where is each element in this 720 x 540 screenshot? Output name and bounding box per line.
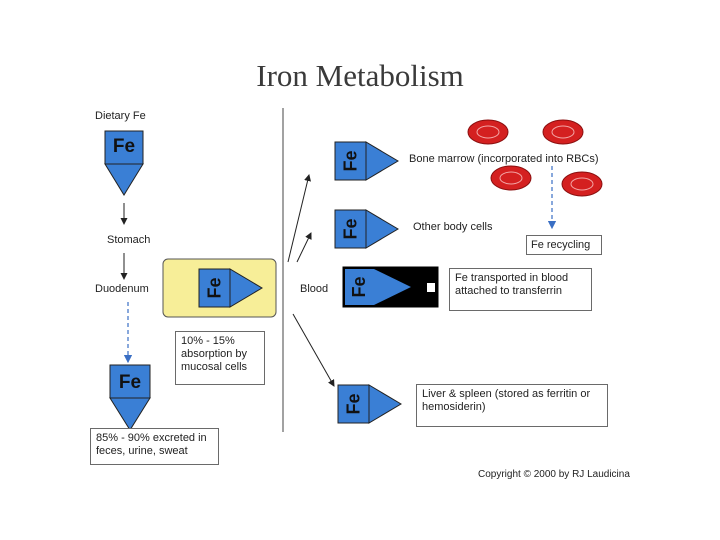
transferrin-note: Fe transported in blood attached to tran…: [449, 268, 592, 311]
fe-label: Fe: [340, 218, 361, 240]
fe-label: Fe: [343, 393, 364, 415]
fe-label: Fe: [112, 136, 136, 157]
bone-marrow-fe-symbol: [334, 141, 399, 181]
bone-marrow-label: Bone marrow (incorporated into RBCs): [409, 153, 599, 165]
other-cells-fe-symbol: [334, 209, 399, 249]
liver-spleen-note: Liver & spleen (stored as ferritin or he…: [416, 384, 608, 427]
arrow-to-liver: [292, 313, 335, 387]
fe-label: Fe: [118, 372, 142, 393]
red-blood-cell: [467, 119, 509, 145]
dietary-fe-symbol: [104, 130, 144, 196]
arrow-to-bone-marrow: [287, 174, 311, 263]
page-title: Iron Metabolism: [256, 58, 464, 93]
duodenum-fe-symbol: [198, 268, 263, 308]
red-blood-cell: [490, 165, 532, 191]
excretion-note: 85% - 90% excreted in feces, urine, swea…: [90, 428, 219, 465]
excreted-fe-symbol: [109, 364, 151, 431]
red-blood-cell: [561, 171, 603, 197]
fe-label: Fe: [204, 277, 225, 299]
transferrin-fe-symbol: [342, 266, 439, 308]
copyright-text: Copyright © 2000 by RJ Laudicina: [478, 469, 630, 480]
red-blood-cell: [542, 119, 584, 145]
recycling-label: Fe recycling: [526, 235, 602, 255]
fe-label: Fe: [349, 276, 369, 298]
arrow-to-other-cells: [296, 232, 312, 263]
duodenum-label: Duodenum: [95, 283, 149, 295]
stomach-label: Stomach: [107, 234, 151, 246]
fe-label: Fe: [340, 150, 361, 172]
other-cells-label: Other body cells: [413, 221, 493, 233]
dietary-fe-label: Dietary Fe: [95, 110, 146, 122]
liver-fe-symbol: [337, 384, 402, 424]
blood-label: Blood: [300, 283, 329, 295]
absorption-note: 10% - 15% absorption by mucosal cells: [175, 331, 265, 385]
